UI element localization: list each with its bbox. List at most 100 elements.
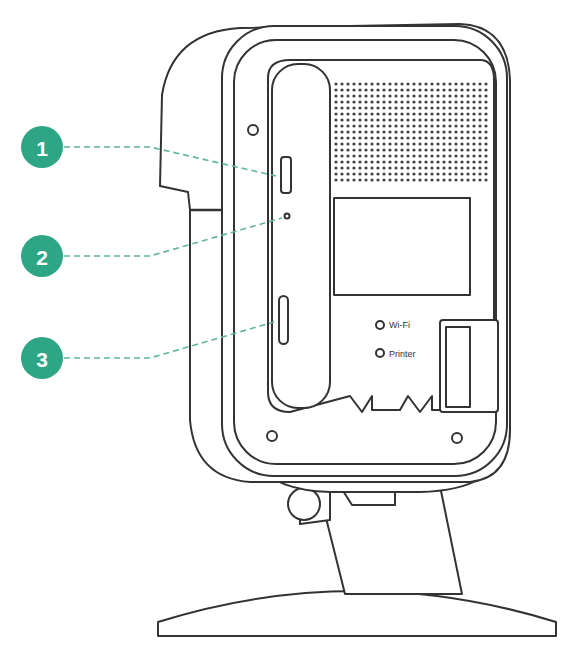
grille-hole <box>370 136 373 139</box>
grille-hole <box>388 166 391 169</box>
grille-hole <box>466 154 469 157</box>
rear-shell <box>160 24 510 482</box>
grille-hole <box>346 124 349 127</box>
grille-hole <box>478 130 481 133</box>
grille-hole <box>346 154 349 157</box>
grille-hole <box>424 124 427 127</box>
grille-hole <box>394 94 397 97</box>
grille-hole <box>460 94 463 97</box>
grille-hole <box>484 148 487 151</box>
grille-hole <box>454 172 457 175</box>
grille-hole <box>358 178 361 181</box>
grille-hole <box>436 154 439 157</box>
grille-hole <box>340 100 343 103</box>
grille-hole <box>394 100 397 103</box>
grille-hole <box>418 178 421 181</box>
grille-hole <box>376 130 379 133</box>
grille-hole <box>424 154 427 157</box>
grille-hole <box>478 82 481 85</box>
grille-hole <box>352 82 355 85</box>
grille-hole <box>442 94 445 97</box>
grille-hole <box>418 148 421 151</box>
grille-hole <box>418 124 421 127</box>
grille-hole <box>466 88 469 91</box>
grille-hole <box>430 148 433 151</box>
grille-hole <box>388 172 391 175</box>
grille-hole <box>364 142 367 145</box>
grille-hole <box>346 118 349 121</box>
grille-hole <box>454 166 457 169</box>
grille-hole <box>370 94 373 97</box>
grille-hole <box>406 124 409 127</box>
grille-hole <box>478 118 481 121</box>
grille-hole <box>460 82 463 85</box>
grille-hole <box>442 172 445 175</box>
grille-hole <box>436 82 439 85</box>
grille-hole <box>346 148 349 151</box>
grille-hole <box>448 154 451 157</box>
grille-hole <box>406 106 409 109</box>
grille-hole <box>472 172 475 175</box>
grille-hole <box>478 136 481 139</box>
grille-hole <box>448 106 451 109</box>
grille-hole <box>424 106 427 109</box>
grille-hole <box>412 106 415 109</box>
grille-hole <box>460 142 463 145</box>
grille-hole <box>352 88 355 91</box>
grille-hole <box>358 118 361 121</box>
grille-hole <box>466 112 469 115</box>
grille-hole <box>352 136 355 139</box>
grille-hole <box>478 106 481 109</box>
grille-hole <box>448 82 451 85</box>
grille-hole <box>370 112 373 115</box>
grille-hole <box>364 172 367 175</box>
grille-hole <box>382 154 385 157</box>
grille-hole <box>412 88 415 91</box>
grille-hole <box>382 106 385 109</box>
grille-hole <box>334 82 337 85</box>
grille-hole <box>400 106 403 109</box>
grille-hole <box>442 142 445 145</box>
grille-hole <box>436 166 439 169</box>
grille-hole <box>406 100 409 103</box>
grille-hole <box>406 142 409 145</box>
grille-hole <box>364 166 367 169</box>
grille-hole <box>412 172 415 175</box>
grille-hole <box>484 82 487 85</box>
grille-hole <box>472 166 475 169</box>
port-housing <box>440 320 498 412</box>
grille-hole <box>472 160 475 163</box>
grille-hole <box>436 124 439 127</box>
grille-hole <box>370 100 373 103</box>
grille-hole <box>478 160 481 163</box>
grille-hole <box>388 136 391 139</box>
leader-line <box>64 322 274 358</box>
inner-panel <box>234 40 496 464</box>
grille-hole <box>358 142 361 145</box>
grille-hole <box>388 130 391 133</box>
grille-hole <box>424 148 427 151</box>
grille-hole <box>334 166 337 169</box>
grille-hole <box>352 142 355 145</box>
grille-hole <box>364 154 367 157</box>
grille-hole <box>352 94 355 97</box>
grille-hole <box>430 106 433 109</box>
grille-hole <box>400 124 403 127</box>
grille-hole <box>424 112 427 115</box>
stand-arm <box>318 486 462 594</box>
grille-hole <box>472 178 475 181</box>
grille-hole <box>334 148 337 151</box>
grille-hole <box>454 136 457 139</box>
grille-hole <box>340 142 343 145</box>
grille-hole <box>448 160 451 163</box>
grille-hole <box>484 166 487 169</box>
speaker-grille <box>334 82 487 181</box>
grille-hole <box>478 112 481 115</box>
grille-hole <box>442 154 445 157</box>
grille-hole <box>472 124 475 127</box>
grille-hole <box>430 118 433 121</box>
wifi-led <box>376 321 384 329</box>
grille-hole <box>436 148 439 151</box>
grille-hole <box>376 94 379 97</box>
grille-hole <box>484 124 487 127</box>
